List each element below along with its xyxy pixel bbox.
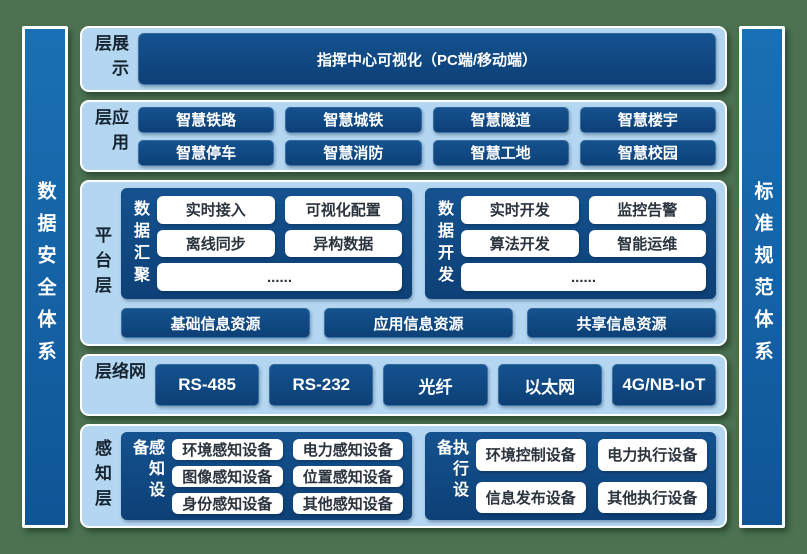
data-development-grid: 实时开发 监控告警 算法开发 智能运维 ...... <box>461 196 706 291</box>
actuator-device-grid: 环境控制设备 电力执行设备 信息发布设备 其他执行设备 <box>476 439 707 513</box>
item-monitor-alert: 监控告警 <box>588 196 706 224</box>
item-visual-config: 可视化配置 <box>284 196 402 224</box>
resource-row: 基础信息资源 应用信息资源 共享信息资源 <box>121 308 716 338</box>
platform-layer-panel: 平台层 数据汇聚 实时接入 可视化配置 离线同步 异构数据 ...... <box>80 180 727 346</box>
item-env-control: 环境控制设备 <box>476 439 586 471</box>
item-info-publish: 信息发布设备 <box>476 481 586 513</box>
item-aggregation-more: ...... <box>157 263 402 291</box>
sensing-device-group: 感知设备 环境感知设备 电力感知设备 图像感知设备 位置感知设备 身份感知设备 … <box>121 432 412 520</box>
sensing-device-grid: 环境感知设备 电力感知设备 图像感知设备 位置感知设备 身份感知设备 其他感知设… <box>172 439 403 514</box>
item-env-sensing: 环境感知设备 <box>172 439 283 460</box>
network-box-rs232: RS-232 <box>269 364 374 406</box>
item-heterogeneous-data: 异构数据 <box>284 229 402 258</box>
platform-layer-label: 平台层 <box>92 225 111 301</box>
data-aggregation-group: 数据汇聚 实时接入 可视化配置 离线同步 异构数据 ...... <box>121 188 412 299</box>
display-layer-panel: 展示层 指挥中心可视化（PC端/移动端） <box>80 26 727 92</box>
item-intelligent-ops: 智能运维 <box>588 229 706 258</box>
item-development-more: ...... <box>461 263 706 291</box>
actuator-device-label: 执行设备 <box>434 439 467 502</box>
network-box-rs485: RS-485 <box>155 364 260 406</box>
display-layer-label: 展示层 <box>92 34 128 84</box>
item-power-actuator: 电力执行设备 <box>597 439 707 471</box>
resource-application-info: 应用信息资源 <box>324 308 513 338</box>
network-box-4g-nbiot: 4G/NB-IoT <box>611 364 716 406</box>
item-identity-sensing: 身份感知设备 <box>172 493 283 514</box>
app-box-smart-railway: 智慧铁路 <box>138 106 275 133</box>
data-development-group: 数据开发 实时开发 监控告警 算法开发 智能运维 ...... <box>425 188 716 299</box>
sensing-device-label: 感知设备 <box>130 439 163 502</box>
network-layer-panel: 网络层 RS-485 RS-232 光纤 以太网 4G/NB-IoT <box>80 354 727 416</box>
data-security-bar: 数据安全体系 <box>22 26 68 528</box>
platform-content: 数据汇聚 实时接入 可视化配置 离线同步 异构数据 ...... 数据开发 实时… <box>121 188 716 338</box>
item-algorithm-dev: 算法开发 <box>461 229 579 258</box>
item-other-actuator: 其他执行设备 <box>597 481 707 513</box>
data-aggregation-grid: 实时接入 可视化配置 离线同步 异构数据 ...... <box>157 196 402 291</box>
actuator-device-group: 执行设备 环境控制设备 电力执行设备 信息发布设备 其他执行设备 <box>425 432 716 520</box>
app-box-smart-firefighting: 智慧消防 <box>285 139 422 166</box>
resource-basic-info: 基础信息资源 <box>121 308 310 338</box>
app-box-smart-tunnel: 智慧隧道 <box>432 106 569 133</box>
network-box-fiber: 光纤 <box>383 364 488 406</box>
platform-groups: 数据汇聚 实时接入 可视化配置 离线同步 异构数据 ...... 数据开发 实时… <box>121 188 716 299</box>
layer-stack: 展示层 指挥中心可视化（PC端/移动端） 应用层 智慧铁路 智慧城铁 智慧隧道 … <box>80 26 727 528</box>
perception-layer-label: 感知层 <box>92 438 111 514</box>
resource-shared-info: 共享信息资源 <box>527 308 716 338</box>
network-box-ethernet: 以太网 <box>497 364 602 406</box>
item-realtime-dev: 实时开发 <box>461 196 579 224</box>
app-box-smart-worksite: 智慧工地 <box>432 139 569 166</box>
item-other-sensing: 其他感知设备 <box>292 493 403 514</box>
item-offline-sync: 离线同步 <box>157 229 275 258</box>
data-security-bar-label: 数据安全体系 <box>34 181 56 373</box>
perception-groups: 感知设备 环境感知设备 电力感知设备 图像感知设备 位置感知设备 身份感知设备 … <box>121 432 716 520</box>
network-layer-label: 网络层 <box>92 362 145 387</box>
app-box-smart-parking: 智慧停车 <box>138 139 275 166</box>
application-layer-label: 应用层 <box>92 108 128 158</box>
item-realtime-access: 实时接入 <box>157 196 275 224</box>
command-center-box: 指挥中心可视化（PC端/移动端） <box>138 33 716 85</box>
network-grid: RS-485 RS-232 光纤 以太网 4G/NB-IoT <box>155 364 716 406</box>
app-box-smart-metro: 智慧城铁 <box>285 106 422 133</box>
item-power-sensing: 电力感知设备 <box>292 439 403 460</box>
item-position-sensing: 位置感知设备 <box>292 466 403 487</box>
application-grid: 智慧铁路 智慧城铁 智慧隧道 智慧楼宇 智慧停车 智慧消防 智慧工地 智慧校园 <box>138 106 716 166</box>
data-aggregation-label: 数据汇聚 <box>131 199 148 288</box>
app-box-smart-building: 智慧楼宇 <box>579 106 716 133</box>
application-layer-panel: 应用层 智慧铁路 智慧城铁 智慧隧道 智慧楼宇 智慧停车 智慧消防 智慧工地 智… <box>80 100 727 172</box>
standards-bar-label: 标准规范体系 <box>751 181 773 373</box>
item-image-sensing: 图像感知设备 <box>172 466 283 487</box>
perception-layer-panel: 感知层 感知设备 环境感知设备 电力感知设备 图像感知设备 位置感知设备 身份感… <box>80 424 727 528</box>
standards-bar: 标准规范体系 <box>739 26 785 528</box>
app-box-smart-campus: 智慧校园 <box>579 139 716 166</box>
data-development-label: 数据开发 <box>435 199 452 288</box>
